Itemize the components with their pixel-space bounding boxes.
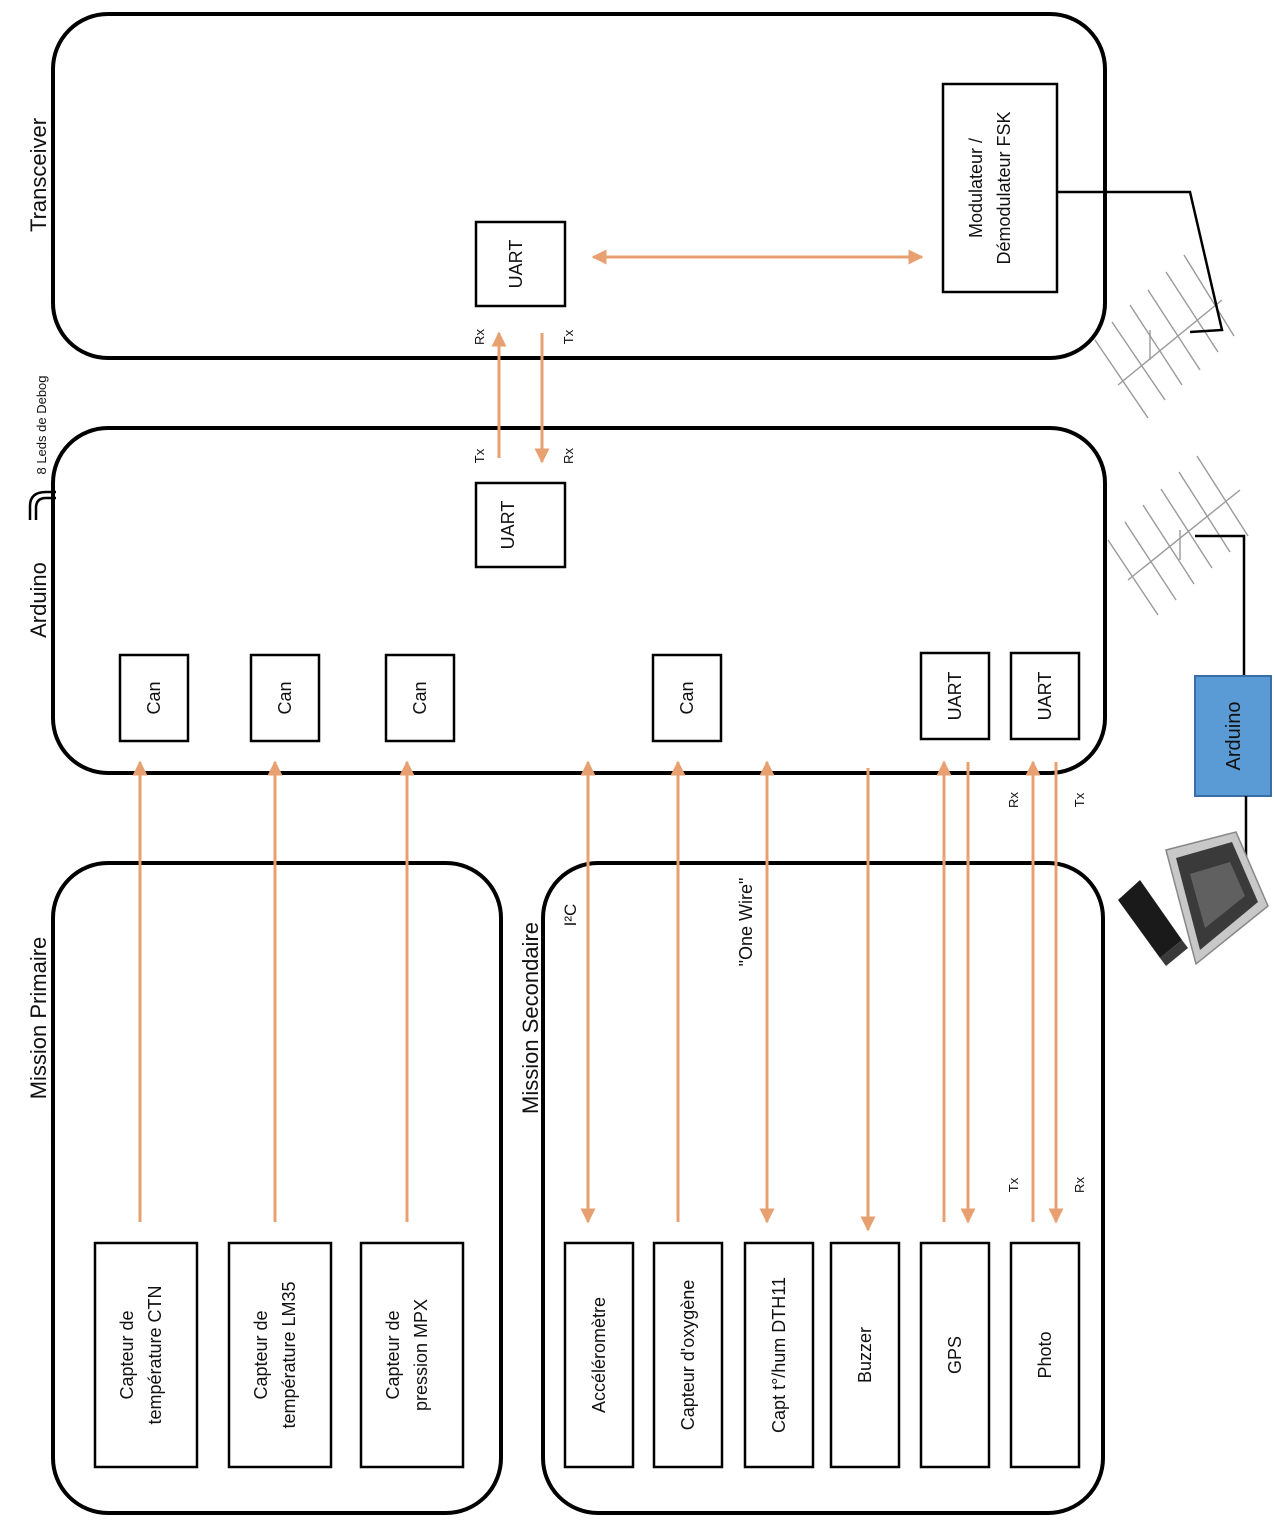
debug-leds-label: 8 Leds de Debog [34,375,49,474]
led-cable-icon [28,490,56,520]
sensor-box-dth11 [743,1241,815,1469]
one-wire-label: "One Wire" [736,878,756,967]
sensor-box-gps [919,1241,991,1469]
sensor-gps-label: GPS [945,1336,965,1374]
can-box-1 [118,653,190,743]
can-label-2: Can [275,681,295,714]
uart-label-gps: UART [945,672,965,721]
sensor-box-lm35 [227,1241,333,1469]
uart-box-gps [919,651,991,741]
sensor-ctn-line2: température CTN [145,1285,165,1424]
modem-label-line1: Modulateur / [966,138,986,238]
transceiver-frame [51,12,1107,360]
modem-box [941,82,1059,294]
sensor-box-mpx [359,1241,465,1469]
sensor-box-accelerometer [563,1241,635,1469]
sensor-box-oxygen [652,1241,724,1469]
transceiver-rx-label: Rx [472,329,487,345]
mission-secondary-title: Mission Secondaire [518,922,543,1114]
sensor-accelerometer-label: Accéléromètre [589,1297,609,1413]
sensor-ctn-line1: Capteur de [117,1310,137,1399]
sensor-oxygen-label: Capteur d'oxygène [678,1280,698,1431]
sensor-mpx-line1: Capteur de [383,1310,403,1399]
transceiver-tx-label: Tx [561,329,576,344]
transceiver-uart-box [474,220,567,308]
arduino-uart-top-box [474,481,567,569]
can-label-3: Can [410,681,430,714]
can-box-3 [384,653,456,743]
laptop-icon [1118,831,1269,966]
arduino-title: Arduino [26,562,51,638]
sensor-dth11-label: Capt t°/hum DTH11 [769,1277,789,1433]
sensor-lm35-line1: Capteur de [251,1310,271,1399]
transceiver-uart-label: UART [506,240,526,289]
sensor-lm35-line2: température LM35 [279,1281,299,1428]
ground-arduino-box [1194,675,1272,797]
arduino-uart-top-label: UART [498,501,518,550]
sensor-photo-label: Photo [1035,1331,1055,1378]
mission-secondary-frame [541,861,1105,1515]
can-label-1: Can [144,681,164,714]
i2c-label: I²C [561,904,580,927]
yagi-antenna-icon [1107,455,1249,616]
uart-label-photo: UART [1035,672,1055,721]
arduino-frame [51,426,1107,775]
arduino-tx-label: Tx [472,448,487,463]
sensor-box-photo [1009,1241,1081,1469]
modem-label-line2: Démodulateur FSK [994,111,1014,264]
photo-rx-bottom-label: Rx [1072,1177,1087,1193]
yagi-antenna-icon [1094,254,1235,419]
sensor-buzzer-label: Buzzer [855,1327,875,1383]
transceiver-title: Transceiver [26,118,51,232]
can-box-2 [249,653,321,743]
modem-to-antenna-wire [1057,190,1224,334]
ground-arduino-label: Arduino [1223,702,1245,771]
sensor-box-buzzer [829,1241,901,1469]
photo-tx-top-label: Tx [1072,792,1087,807]
can-box-4 [651,653,723,743]
mission-primary-frame [51,861,503,1515]
arduino-rx-label: Rx [561,448,576,464]
photo-rx-top-label: Rx [1006,792,1021,808]
photo-tx-bottom-label: Tx [1006,1177,1021,1192]
sensor-box-ctn [93,1241,199,1469]
sensor-mpx-line2: pression MPX [411,1299,431,1411]
can-label-4: Can [677,681,697,714]
mission-primary-title: Mission Primaire [26,937,51,1100]
antenna-to-ground-arduino-wire [1195,534,1246,676]
uart-box-photo [1009,651,1081,741]
